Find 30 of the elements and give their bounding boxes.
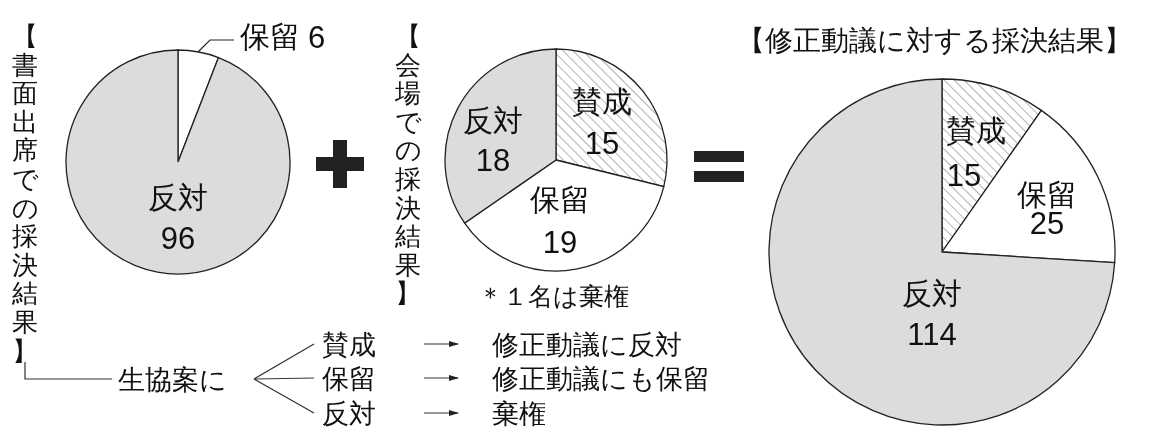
note: ＊１名は棄権	[478, 281, 629, 313]
node-text: 保留	[322, 362, 384, 394]
slice-label: 反対	[148, 183, 208, 213]
connector-line	[253, 377, 315, 380]
node-text: 棄権	[492, 397, 562, 429]
node-text: 反対	[322, 397, 384, 429]
chart-title: 【書面出席での採決結果】	[12, 22, 38, 366]
slice-label: 反対	[902, 279, 962, 309]
chart-title: 【修正動議に対する採決結果】	[737, 23, 1132, 59]
arrow	[423, 341, 459, 347]
connector-line	[253, 343, 315, 380]
slice-value: 6	[308, 22, 326, 53]
arrow	[423, 375, 459, 381]
slice-label: 保留	[240, 22, 300, 52]
node-text: 修正動議にも保留	[492, 362, 742, 394]
slice-label: 反対	[463, 106, 523, 136]
slice-label: 保留	[530, 185, 590, 215]
node-text: 賛成	[322, 328, 384, 360]
slice-label: 保留	[1017, 180, 1077, 210]
connector-line	[24, 361, 113, 380]
node-text: 修正動議に反対	[492, 328, 722, 360]
slice-value: 15	[584, 127, 620, 159]
slice-label: 賛成	[572, 87, 632, 117]
chart-title: 【会場での採決結果】	[395, 22, 421, 308]
arrow	[423, 410, 459, 416]
node-text: 生協案に	[118, 362, 242, 396]
slice-value: 15	[946, 159, 982, 191]
slice-value: 19	[542, 226, 578, 258]
connector-line	[253, 378, 315, 414]
slice-label: 賛成	[946, 116, 1006, 146]
